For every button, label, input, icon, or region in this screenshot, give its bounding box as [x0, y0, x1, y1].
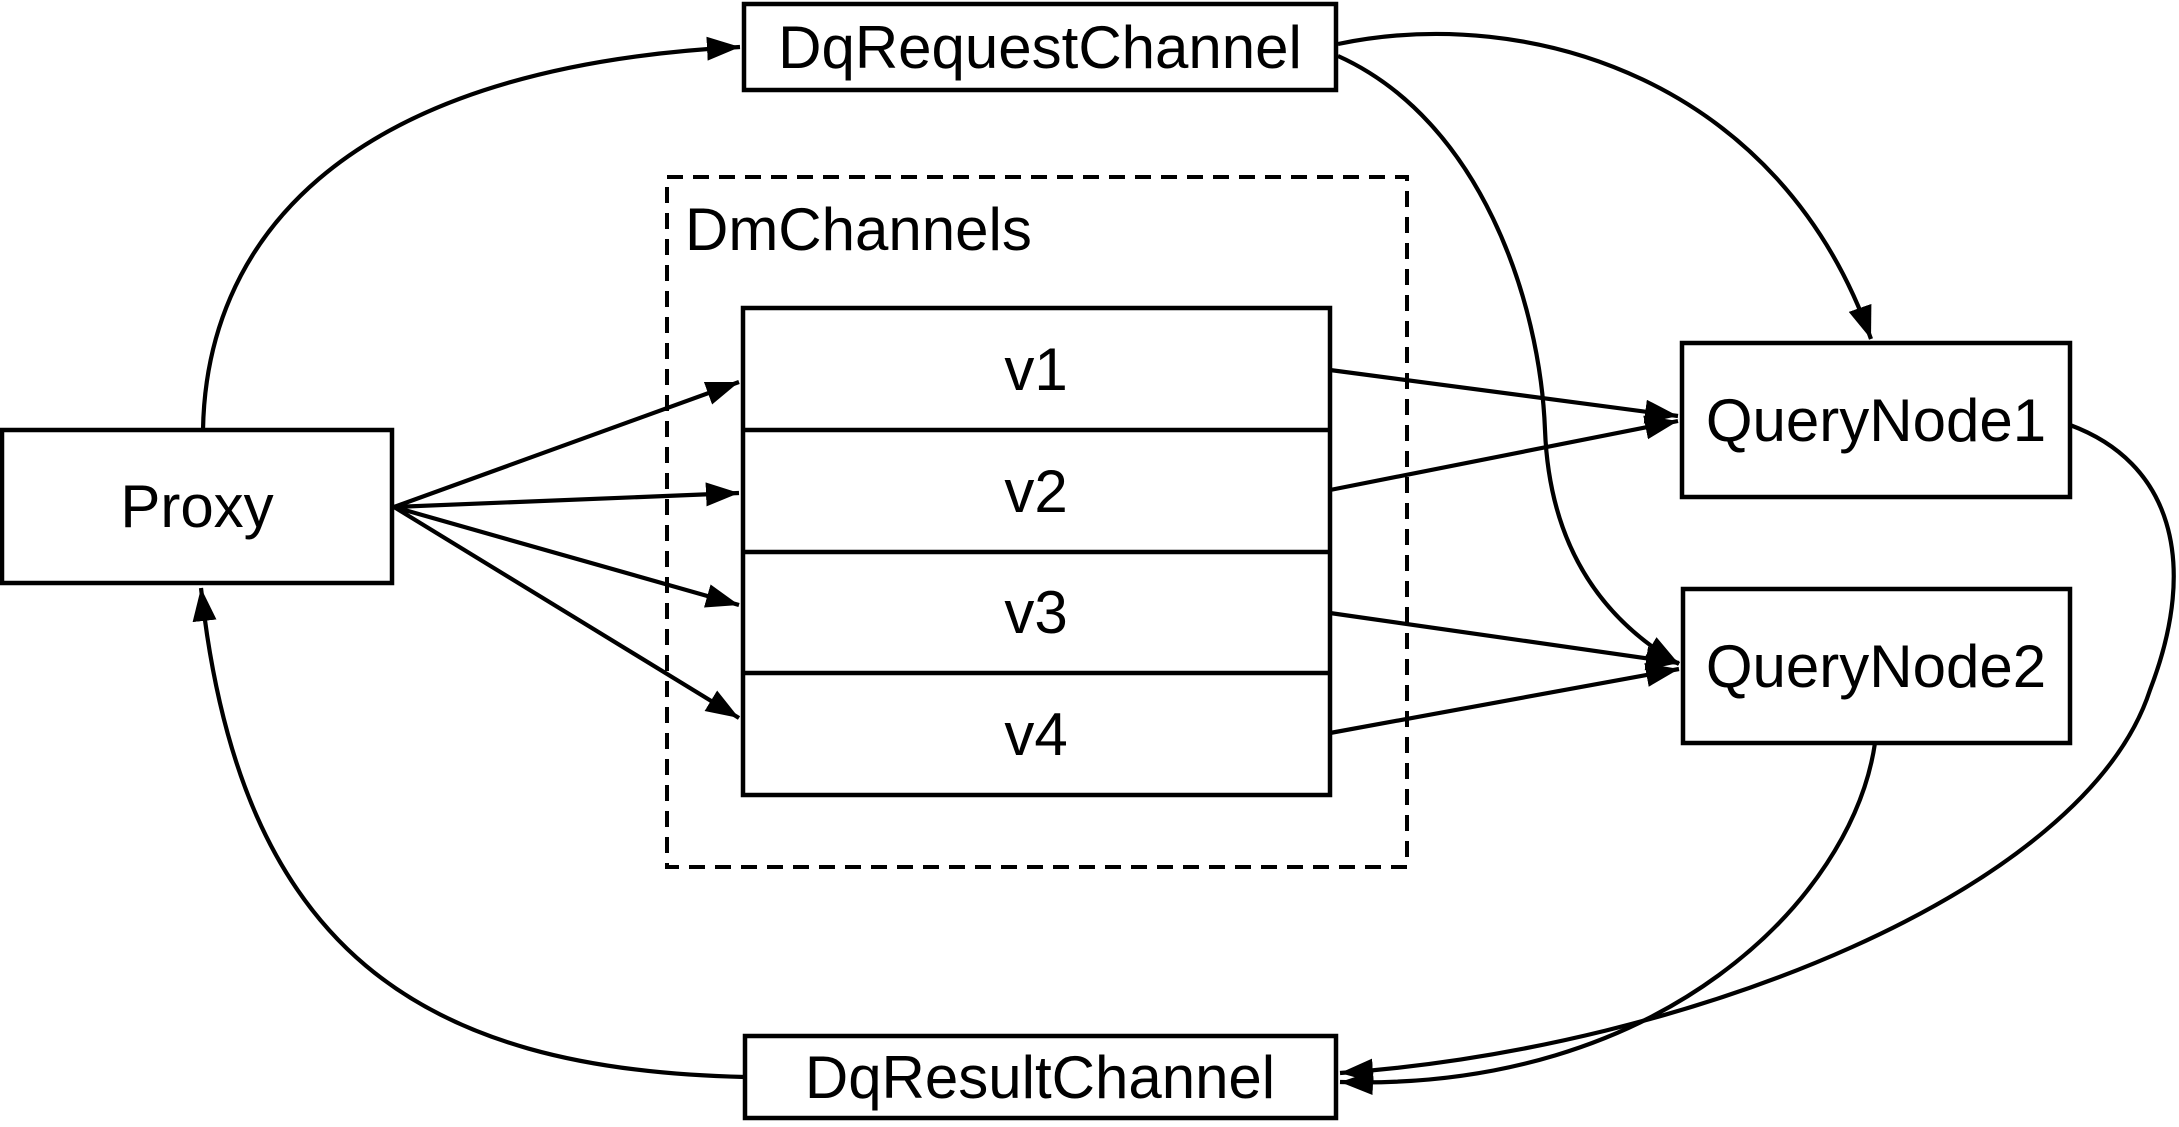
- edge-v4-to-querynode2: [1329, 663, 1680, 736]
- dq-request-channel-node: DqRequestChannel: [741, 1, 1339, 93]
- edge-proxy-to-v2: [393, 482, 740, 510]
- dm-channels-group: DmChannels v1 v2 v3 v4: [665, 175, 1409, 869]
- dq-request-channel-label: DqRequestChannel: [778, 14, 1302, 81]
- dq-request-channel-box: [741, 1, 1339, 93]
- edge-v2-to-querynode1: [1329, 415, 1679, 493]
- query-node2-box: [1680, 586, 2073, 746]
- edge-proxy-to-v4: [392, 505, 741, 720]
- edge-proxy-to-dqrequestchannel: [200, 36, 741, 431]
- dm-channels-table: v1 v2 v3 v4: [740, 305, 1333, 798]
- edge-proxy-to-v3: [393, 504, 740, 608]
- edge-group: [192, 31, 2176, 1096]
- edge-querynode2-to-dqresultchannel: [1339, 742, 1878, 1096]
- channel-row-v3-label: v3: [1004, 579, 1067, 646]
- dq-result-channel-node: DqResultChannel: [742, 1033, 1339, 1121]
- dq-result-channel-box: [742, 1033, 1339, 1121]
- edge-querynode1-to-dqresultchannel: [1339, 423, 2176, 1083]
- dm-channels-dashed-box: [665, 175, 1409, 869]
- edge-proxy-to-v1: [393, 380, 740, 509]
- query-node1-box: [1679, 340, 2073, 500]
- query-node1-label: QueryNode1: [1706, 387, 2046, 454]
- channel-row-v2-label: v2: [1004, 458, 1067, 525]
- channel-row-v1-label: v1: [1004, 336, 1067, 403]
- edge-dqrequestchannel-to-querynode2: [1337, 54, 1681, 666]
- edge-v1-to-querynode1: [1329, 367, 1679, 424]
- edge-v3-to-querynode2: [1329, 610, 1680, 671]
- proxy-label: Proxy: [120, 473, 273, 540]
- query-node2-node: QueryNode2: [1680, 586, 2073, 746]
- query-node1-node: QueryNode1: [1679, 340, 2073, 500]
- dm-channels-label: DmChannels: [685, 196, 1032, 263]
- edge-dqresultchannel-to-proxy: [192, 587, 746, 1080]
- proxy-node: Proxy: [0, 427, 395, 586]
- query-node2-label: QueryNode2: [1706, 633, 2046, 700]
- edge-dqrequestchannel-to-querynode1: [1337, 31, 1873, 340]
- proxy-box: [0, 427, 395, 586]
- channel-row-v4-label: v4: [1004, 701, 1067, 768]
- dq-result-channel-label: DqResultChannel: [805, 1044, 1275, 1111]
